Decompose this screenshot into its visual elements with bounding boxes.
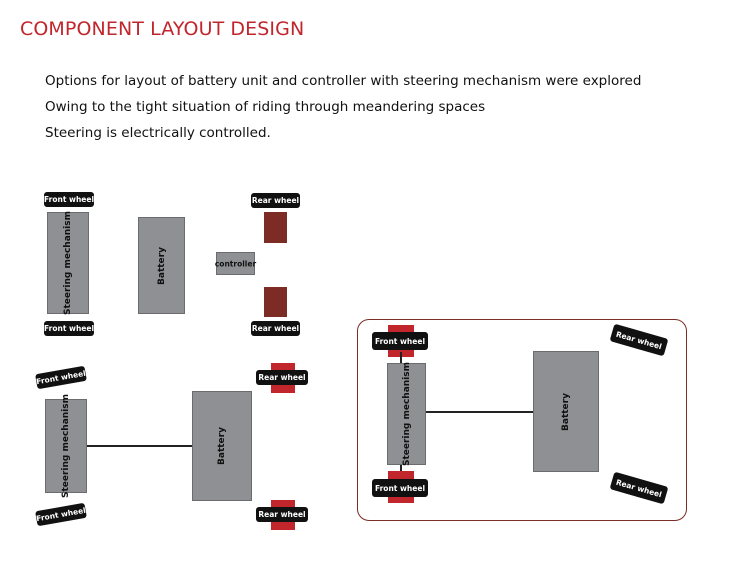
steering-mechanism-label: Steering mechanism	[61, 393, 71, 499]
battery-block: Battery	[192, 391, 252, 501]
steering-mechanism-block: Steering mechanism	[387, 361, 426, 467]
steering-mechanism-label: Steering mechanism	[63, 210, 73, 316]
connection-line	[400, 352, 402, 364]
steering-mechanism-block: Steering mechanism	[45, 394, 87, 498]
body-text-line-3: Steering is electrically controlled.	[45, 125, 271, 141]
page-title: COMPONENT LAYOUT DESIGN	[20, 18, 305, 40]
controller-label: controller	[214, 259, 257, 268]
battery-label: Battery	[156, 246, 167, 285]
rear-wheel	[264, 212, 287, 243]
front-wheel-label: Front wheel	[35, 502, 87, 527]
front-wheel-label: Front wheel	[372, 479, 428, 497]
front-wheel-label: Front wheel	[35, 365, 87, 390]
rear-wheel-label: Rear wheel	[256, 507, 308, 522]
body-text-line-2: Owing to the tight situation of riding t…	[45, 99, 486, 115]
battery-block: Battery	[138, 217, 185, 314]
front-wheel-label: Front wheel	[44, 321, 94, 336]
rear-wheel	[264, 287, 287, 317]
battery-label: Battery	[217, 427, 227, 465]
battery-label: Battery	[561, 392, 571, 431]
rear-wheel-label: Rear wheel	[251, 321, 300, 336]
connection-line	[426, 411, 534, 413]
steering-mechanism-label: Steering mechanism	[401, 361, 412, 467]
layout-option-3-frame	[357, 319, 687, 521]
rear-wheel-label: Rear wheel	[251, 193, 300, 208]
front-wheel-label: Front wheel	[44, 192, 94, 207]
connection-line	[87, 445, 192, 447]
controller-block: controller	[214, 252, 257, 275]
rear-wheel-label: Rear wheel	[256, 370, 308, 385]
steering-mechanism-block: Steering mechanism	[47, 210, 89, 316]
battery-block: Battery	[533, 351, 599, 472]
front-wheel-label: Front wheel	[372, 332, 428, 350]
body-text-line-1: Options for layout of battery unit and c…	[45, 73, 642, 89]
